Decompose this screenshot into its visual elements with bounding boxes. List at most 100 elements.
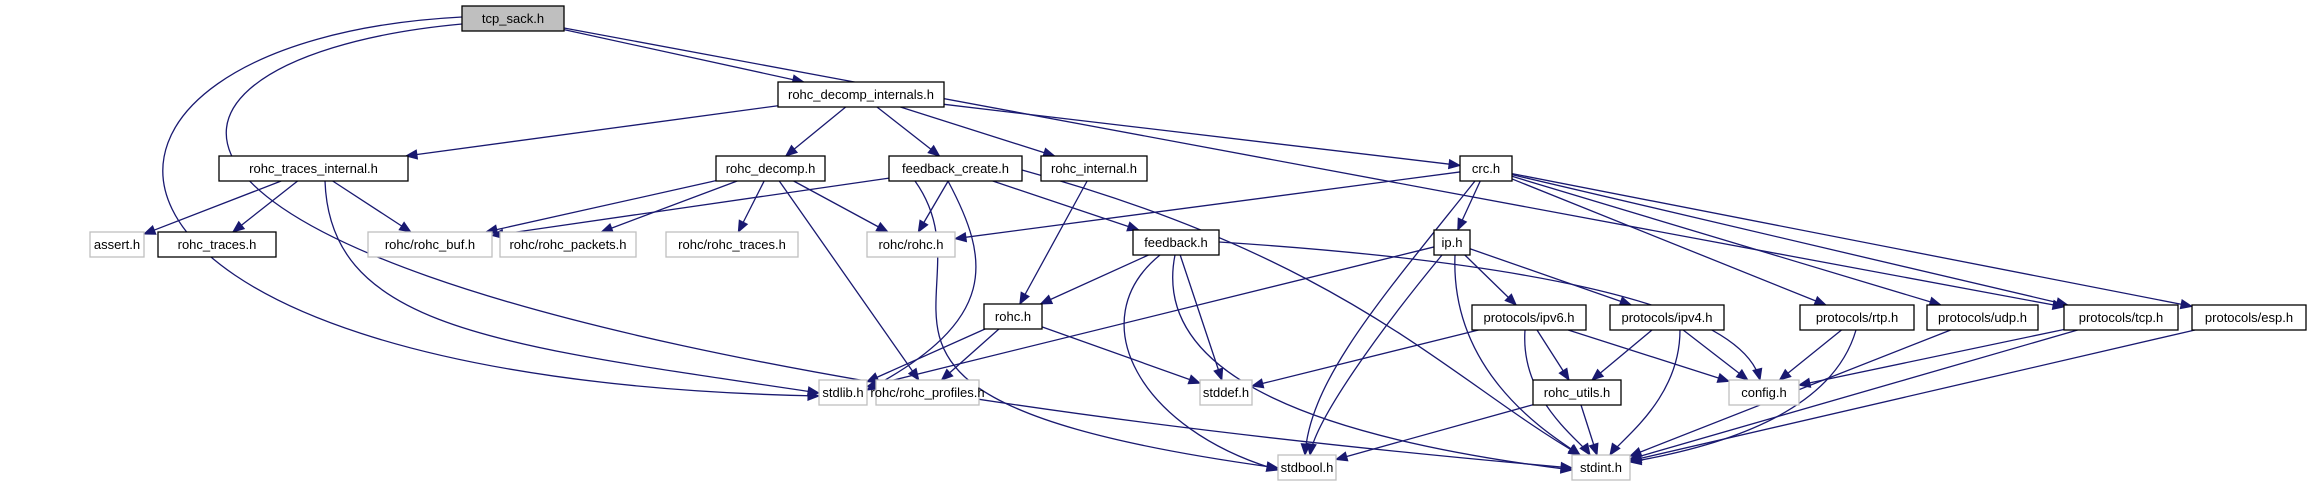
arrowhead-icon <box>398 221 412 233</box>
arrowhead-icon <box>1250 378 1265 389</box>
node-box <box>1571 454 1631 481</box>
node-box <box>866 231 956 258</box>
arrowhead-icon <box>1187 374 1202 385</box>
node-label: rohc.h <box>995 309 1031 324</box>
node-rohc-rohc-packets: rohc/rohc_packets.h <box>499 231 637 258</box>
node-protocols-ipv4[interactable]: protocols/ipv4.h <box>1609 304 1725 331</box>
node-box <box>1532 379 1622 406</box>
node-box <box>367 231 493 258</box>
node-label: rohc_internal.h <box>1051 161 1137 176</box>
edge-protocols_esp-to-stdint <box>1629 329 2196 462</box>
edge-rohc_decomp-to-rohc_rohc <box>793 180 889 233</box>
node-label: rohc_decomp.h <box>726 161 816 176</box>
node-label: rohc/rohc_packets.h <box>509 237 626 252</box>
edge-rohc_utils-to-stdbool <box>1335 404 1534 461</box>
node-box <box>715 155 826 182</box>
edge-crc-to-protocols_udp <box>1511 175 1942 306</box>
node-label: config.h <box>1741 385 1787 400</box>
arrowhead-icon <box>1716 372 1731 383</box>
edge-protocols_rtp-to-stdint <box>1629 329 1857 463</box>
node-label: feedback.h <box>1144 235 1208 250</box>
node-box <box>1471 304 1587 331</box>
node-label: tcp_sack.h <box>482 11 544 26</box>
node-box <box>1609 304 1725 331</box>
node-box <box>875 379 980 406</box>
node-rohc-decomp[interactable]: rohc_decomp.h <box>715 155 826 182</box>
edge-tcp_sack-to-rohc_decomp_internals <box>563 29 804 83</box>
node-stdint: stdint.h <box>1571 454 1631 481</box>
arrowhead-icon <box>1457 217 1468 232</box>
arrowhead-icon <box>1735 368 1749 381</box>
node-label: rohc_traces_internal.h <box>249 161 378 176</box>
node-label: rohc_traces.h <box>178 237 257 252</box>
node-protocols-tcp[interactable]: protocols/tcp.h <box>2063 304 2179 331</box>
node-rohc-rohc-buf: rohc/rohc_buf.h <box>367 231 493 258</box>
edge-feedback-to-config <box>1218 241 1761 381</box>
node-feedback[interactable]: feedback.h <box>1132 229 1220 256</box>
node-protocols-ipv6[interactable]: protocols/ipv6.h <box>1471 304 1587 331</box>
node-rohc-internal[interactable]: rohc_internal.h <box>1040 155 1148 182</box>
node-label: assert.h <box>94 237 140 252</box>
edge-rohc_decomp_internals-to-rohc_decomp <box>785 106 847 157</box>
arrowhead-icon <box>806 386 821 397</box>
arrowhead-icon <box>875 221 890 233</box>
arrowhead-icon <box>600 223 614 233</box>
arrowhead-icon <box>1559 463 1574 474</box>
node-protocols-esp[interactable]: protocols/esp.h <box>2191 304 2307 331</box>
node-feedback-create[interactable]: feedback_create.h <box>888 155 1023 182</box>
node-config: config.h <box>1728 379 1800 406</box>
edge-rohc_internal-to-rohc <box>1019 180 1088 305</box>
node-label: protocols/udp.h <box>1938 310 2027 325</box>
edge-tcp_sack-to-stdlib <box>162 16 820 397</box>
node-rohc-rohc-profiles: rohc/rohc_profiles.h <box>870 379 985 406</box>
node-label: stdlib.h <box>822 385 863 400</box>
arrowhead-icon <box>1019 291 1030 306</box>
node-protocols-udp[interactable]: protocols/udp.h <box>1926 304 2039 331</box>
arrowhead-icon <box>1558 367 1570 382</box>
node-label: rohc/rohc_traces.h <box>678 237 786 252</box>
node-label: stdbool.h <box>1281 460 1334 475</box>
node-rohc-decomp-internals[interactable]: rohc_decomp_internals.h <box>777 81 945 108</box>
arrowhead-icon <box>940 368 954 381</box>
edge-protocols_ipv6-to-stddef <box>1251 329 1479 387</box>
node-assert: assert.h <box>89 231 145 258</box>
edge-rohc-to-rohc_rohc_profiles <box>941 328 1000 381</box>
arrowhead-icon <box>1588 442 1599 457</box>
node-box <box>1433 229 1471 256</box>
arrowhead-icon <box>737 219 749 234</box>
node-rohc-traces-internal[interactable]: rohc_traces_internal.h <box>218 155 409 182</box>
arrowhead-icon <box>1334 451 1349 462</box>
edge-rohc-to-stddef <box>1041 326 1201 384</box>
node-label: protocols/ipv6.h <box>1483 310 1574 325</box>
node-ip[interactable]: ip.h <box>1433 229 1471 256</box>
edge-protocols_rtp-to-config <box>1779 329 1842 381</box>
edge-rohc_traces_internal-to-rohc_rohc_buf <box>332 180 412 233</box>
edge-tcp_sack-to-protocols_tcp <box>563 27 2065 308</box>
node-rohc-rohc-traces: rohc/rohc_traces.h <box>665 231 799 258</box>
node-box <box>777 81 945 108</box>
node-rohc[interactable]: rohc.h <box>983 303 1043 330</box>
node-stddef: stddef.h <box>1199 379 1253 406</box>
node-rohc-utils[interactable]: rohc_utils.h <box>1532 379 1622 406</box>
node-box <box>818 379 868 406</box>
edge-rohc_traces_internal-to-rohc_traces <box>232 180 299 233</box>
arrowhead-icon <box>1306 442 1317 457</box>
edge-ip-to-stdlib <box>866 246 1435 388</box>
node-box <box>1459 155 1513 182</box>
node-box <box>89 231 145 258</box>
edge-rohc_decomp-to-rohc_rohc_buf <box>485 180 717 233</box>
node-box <box>2063 304 2179 331</box>
node-protocols-rtp[interactable]: protocols/rtp.h <box>1799 304 1915 331</box>
edge-feedback_create-to-stdbool <box>914 180 1279 469</box>
node-crc[interactable]: crc.h <box>1459 155 1513 182</box>
edge-rohc_decomp_internals-to-feedback_create <box>876 106 940 157</box>
arrowhead-icon <box>1778 368 1792 381</box>
node-label: protocols/rtp.h <box>1816 310 1898 325</box>
node-rohc-traces[interactable]: rohc_traces.h <box>157 231 277 258</box>
edge-feedback_create-to-rohc_rohc_buf <box>491 177 890 237</box>
node-box <box>1132 229 1220 256</box>
edge-rohc_decomp-to-rohc_rohc_profiles <box>778 180 920 381</box>
edge-feedback-to-stdbool <box>1123 254 1279 471</box>
node-tcp-sack[interactable]: tcp_sack.h <box>461 5 565 32</box>
